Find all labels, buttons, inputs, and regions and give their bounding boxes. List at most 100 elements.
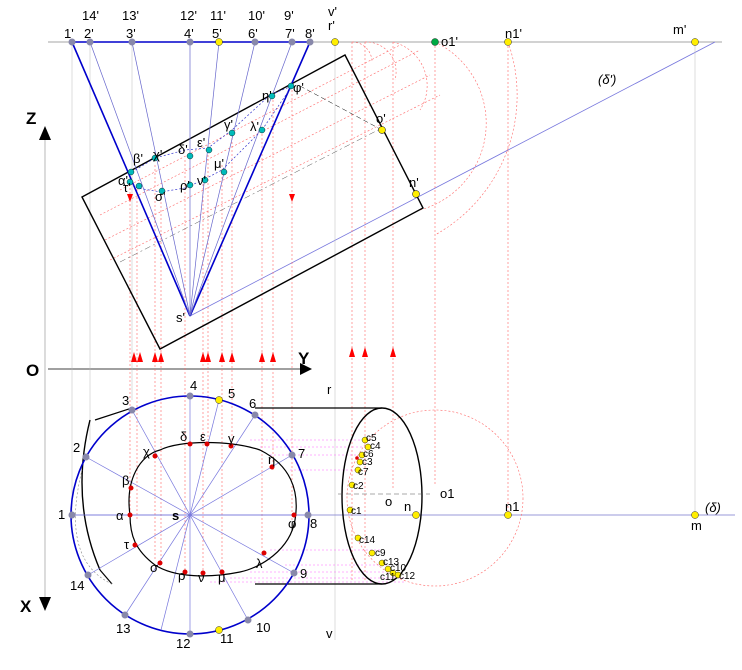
label-7-prime: 7': [285, 26, 295, 41]
o-prime-label: o': [376, 111, 386, 126]
plan-label-phi: φ: [288, 516, 296, 531]
plan-label-7: 7: [298, 446, 305, 461]
plan-label-chi: χ: [143, 444, 150, 459]
front-label-tau: τ': [123, 180, 131, 195]
plan-label-delta-line: (δ): [705, 500, 721, 515]
plan-point-n1: [504, 511, 512, 519]
label-6-prime: 6': [248, 26, 258, 41]
plan-label-alpha: α: [116, 508, 124, 523]
plan-label-12: 12: [176, 636, 190, 651]
top-number-labels: 14' 13' 12' 11' 10' 9' 1' 2' 3' 4' 5' 6'…: [64, 4, 686, 49]
label-n1-prime: n1': [505, 26, 522, 41]
front-label-rho: ρ': [180, 178, 190, 193]
front-view-prism-outline: [81, 54, 424, 350]
front-view-points: [126, 82, 295, 195]
z-axis-arrow-icon: [39, 126, 51, 140]
front-label-beta: β': [133, 151, 143, 166]
front-label-mu: μ': [214, 156, 224, 171]
plan-label-13: 13: [116, 621, 130, 636]
front-label-gamma: γ': [224, 117, 233, 132]
cylinder-left-arc: [81, 419, 101, 571]
top-points: [68, 38, 699, 46]
inclined-section-lines: [99, 44, 441, 261]
plan-label-o1: o1: [440, 486, 454, 501]
label-r-prime: r': [328, 18, 335, 33]
curve-label-c12: c12: [399, 571, 416, 582]
plan-label-s: s: [172, 508, 179, 523]
plan-label-sigma: σ: [150, 560, 158, 575]
prism-center-line: [299, 85, 383, 131]
front-label-sigma: σ': [155, 189, 166, 204]
construction-lines-grey: [71, 42, 696, 640]
curve-label-c1: c1: [351, 506, 362, 517]
plan-label-9: 9: [300, 566, 307, 581]
curve-label-c7: c7: [358, 467, 369, 478]
label-o1-prime: o1': [441, 34, 458, 49]
plan-label-n1: n1: [505, 499, 519, 514]
cone-generators: [89, 41, 293, 317]
front-view-greek-labels: η' φ' λ' γ' ε' δ' χ' β' α' τ' σ' ρ' ν' μ…: [118, 80, 304, 204]
ellipse-curve-points: [346, 436, 402, 579]
plan-label-5: 5: [228, 386, 235, 401]
front-label-phi: φ': [293, 80, 304, 95]
label-11-prime: 11': [210, 8, 226, 23]
curve-label-c14: c14: [359, 535, 376, 546]
label-13-prime: 13': [122, 8, 139, 23]
plan-label-rho: ρ: [178, 568, 185, 583]
plan-label-11: 11: [220, 631, 234, 646]
projection-lines-red: [129, 42, 509, 580]
label-v-prime: v': [328, 4, 337, 19]
y-axis-arrow-icon: [300, 363, 312, 375]
ellipse-curve-labels: c5 c4 c6 c3 c7 c2 c1 c14 c9 c13 c10 c11 …: [351, 433, 416, 583]
plan-label-beta: β: [122, 473, 129, 488]
plan-label-tau: τ: [124, 537, 130, 552]
n-prime-point: [412, 190, 420, 198]
plan-label-eta: η: [268, 452, 275, 467]
o-prime-point: [378, 126, 386, 134]
rotation-arcs: [351, 41, 518, 236]
projection-arrows: [127, 194, 396, 362]
x-axis-label: X: [20, 597, 32, 616]
plan-label-r: r: [327, 382, 332, 397]
plan-label-nu: ν: [198, 570, 205, 585]
x-axis-arrow-icon: [39, 597, 51, 611]
origin-label: O: [26, 361, 39, 380]
plan-label-6: 6: [249, 396, 256, 411]
curve-label-c13: c13: [383, 557, 400, 568]
label-3-prime: 3': [126, 26, 136, 41]
plan-label-m: m: [691, 518, 702, 533]
z-axis-label: Z: [26, 109, 36, 128]
front-label-eta: η': [262, 88, 272, 103]
front-view-cone: [71, 41, 311, 317]
plan-circle-labels: 1 2 3 4 5 6 7 8 9 10 11 12 13 14: [58, 378, 317, 651]
axes: Z Y X O: [20, 41, 722, 616]
plan-point-n: [412, 511, 420, 519]
plan-right-labels: r v o o1 n n1 m (δ): [326, 382, 721, 641]
curve-label-c3: c3: [362, 457, 373, 468]
cylinder-hidden-arc: [75, 469, 113, 585]
plan-label-10: 10: [256, 620, 270, 635]
label-12-prime: 12': [180, 8, 197, 23]
plan-horizontal-projections: [210, 439, 404, 583]
curve-label-c6: c6: [363, 449, 374, 460]
plan-label-gamma: γ: [228, 431, 235, 446]
label-9-prime: 9': [284, 8, 294, 23]
label-8-prime: 8': [305, 26, 315, 41]
plan-section-points: [127, 441, 297, 576]
plan-label-n: n: [404, 499, 411, 514]
plan-label-8: 8: [310, 516, 317, 531]
label-2-prime: 2': [84, 26, 94, 41]
delta-prime-label: (δ'): [598, 72, 616, 87]
curve-label-c9: c9: [375, 548, 386, 559]
plan-label-4: 4: [190, 378, 197, 393]
front-label-delta: δ': [178, 142, 188, 157]
front-label-chi: χ': [153, 147, 162, 162]
plan-label-epsilon: ε: [200, 429, 206, 444]
plan-point-m: [691, 511, 699, 519]
n-prime-label: n': [409, 175, 419, 190]
plan-label-1: 1: [58, 507, 65, 522]
delta-prime-line: [189, 41, 716, 317]
label-10-prime: 10': [248, 8, 265, 23]
cylinder-left-bottom: [99, 569, 113, 585]
